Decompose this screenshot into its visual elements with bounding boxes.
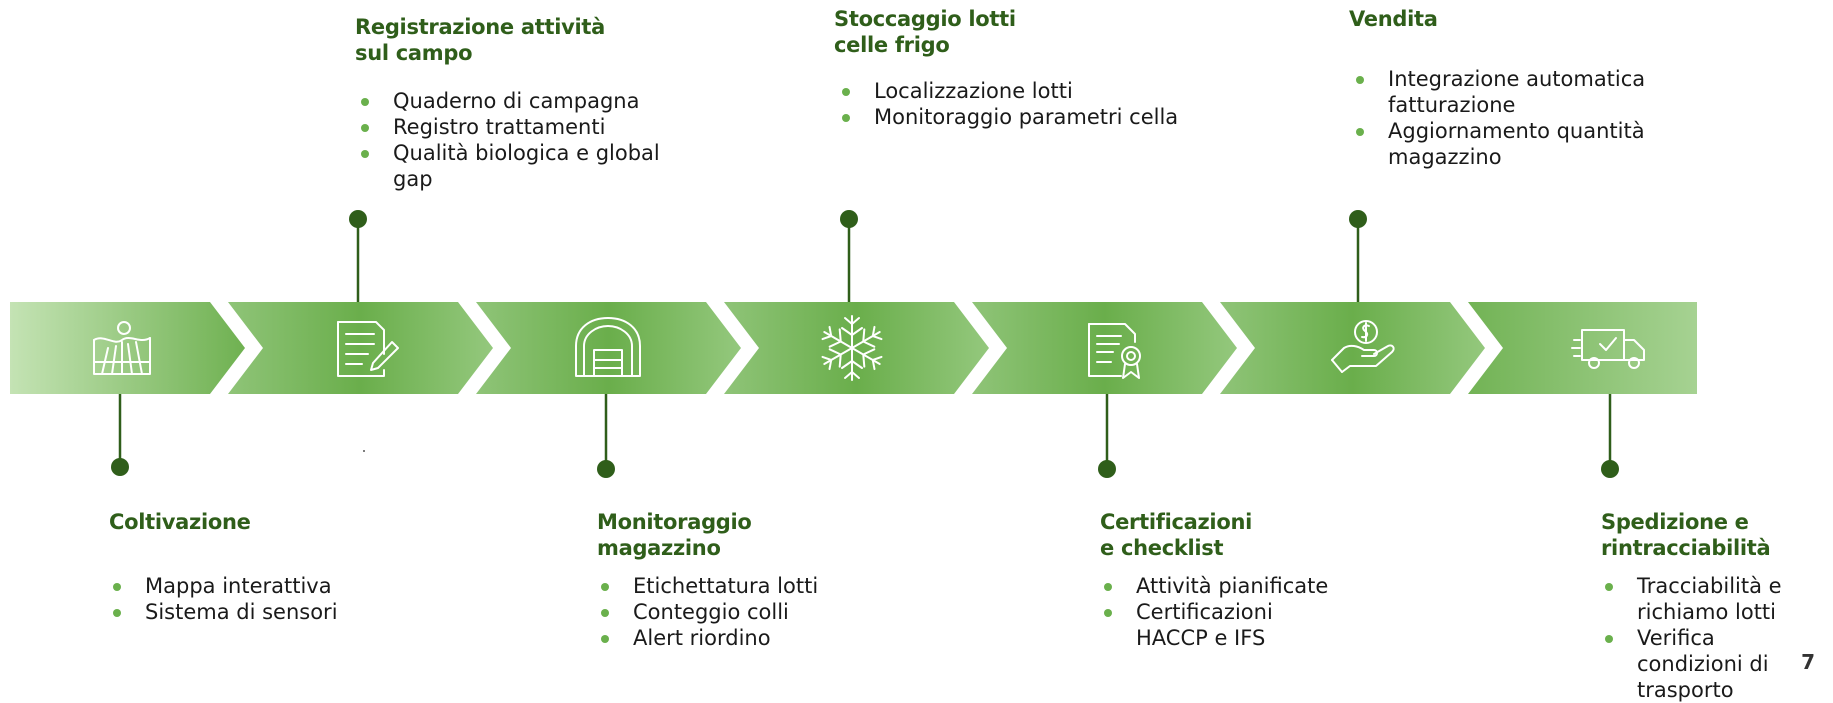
stage-5-title-line: e checklist	[1100, 536, 1224, 560]
stage-7-bullets: Tracciabilità e richiamo lotti Verifica …	[1601, 573, 1827, 703]
stage-1-bullets: Mappa interattiva Sistema di sensori	[109, 573, 369, 625]
list-item: Qualità biologica e global gap	[357, 140, 687, 192]
list-item: Quaderno di campagna	[357, 88, 687, 114]
stage-2-bullets: Quaderno di campagna Registro trattament…	[357, 88, 687, 192]
stage-2-title-line: sul campo	[355, 41, 473, 65]
connector-3	[597, 394, 615, 478]
list-item: Registro trattamenti	[357, 114, 687, 140]
chevron-3	[476, 302, 741, 394]
stage-6-title: Vendita	[1349, 6, 1438, 32]
stage-1-title: Coltivazione	[109, 509, 251, 535]
list-item: Verifica condizioni di trasporto	[1601, 625, 1827, 703]
stage-2-title-line: Registrazione attività	[355, 15, 606, 39]
stage-4-title-line: Stoccaggio lotti	[834, 7, 1016, 31]
list-item: Mappa interattiva	[109, 573, 369, 599]
connector-5	[1098, 394, 1116, 478]
list-item: Etichettatura lotti	[597, 573, 857, 599]
stage-5-bullets: Attività pianificate Certificazioni HACC…	[1100, 573, 1360, 651]
page-number: 7	[1801, 650, 1815, 674]
chevron-1	[10, 302, 245, 394]
delivery-truck-icon	[1571, 329, 1645, 369]
stage-4-title: Stoccaggio lotti celle frigo	[834, 6, 1016, 58]
connector-2	[349, 210, 367, 302]
certificate-icon	[1088, 323, 1141, 379]
hand-money-icon	[1331, 320, 1395, 373]
stage-2-title: Registrazione attività sul campo	[355, 14, 605, 66]
list-item: Alert riordino	[597, 625, 857, 651]
stage-1-title-line: Coltivazione	[109, 510, 251, 534]
stage-3-title: Monitoraggio magazzino	[597, 509, 752, 561]
snowflake-icon	[818, 315, 886, 381]
list-item: Conteggio colli	[597, 599, 857, 625]
stray-dot	[363, 450, 365, 452]
stage-4-bullets: Localizzazione lotti Monitoraggio parame…	[838, 78, 1218, 130]
list-item: Certificazioni HACCP e IFS	[1100, 599, 1276, 651]
list-item: Monitoraggio parametri cella	[838, 104, 1218, 130]
warehouse-icon	[575, 317, 641, 377]
list-item: Tracciabilità e richiamo lotti	[1601, 573, 1827, 625]
chevron-4	[724, 302, 989, 394]
stage-6-title-line: Vendita	[1349, 7, 1438, 31]
list-item: Sistema di sensori	[109, 599, 369, 625]
field-icon	[93, 321, 151, 375]
connector-4	[840, 210, 858, 302]
chevron-6	[1220, 302, 1485, 394]
stage-3-bullets: Etichettatura lotti Conteggio colli Aler…	[597, 573, 857, 651]
stage-5-title: Certificazioni e checklist	[1100, 509, 1252, 561]
stage-7-title-line: Spedizione e	[1601, 510, 1749, 534]
stage-7-title: Spedizione e rintracciabilità	[1601, 509, 1771, 561]
connector-7	[1601, 394, 1619, 478]
connector-1	[111, 394, 129, 476]
stage-6-bullets: Integrazione automatica fatturazione Agg…	[1352, 66, 1682, 170]
list-item: Localizzazione lotti	[838, 78, 1218, 104]
stage-3-title-line: magazzino	[597, 536, 721, 560]
chevron-2	[228, 302, 493, 394]
process-flow	[10, 210, 1697, 478]
list-item: Aggiornamento quantità magazzino	[1352, 118, 1682, 170]
stage-7-title-line: rintracciabilità	[1601, 536, 1771, 560]
connector-6	[1349, 210, 1367, 302]
stage-4-title-line: celle frigo	[834, 33, 950, 57]
document-edit-icon	[337, 321, 399, 377]
list-item: Attività pianificate	[1100, 573, 1360, 599]
stage-3-title-line: Monitoraggio	[597, 510, 752, 534]
list-item: Integrazione automatica fatturazione	[1352, 66, 1682, 118]
chevron-5	[972, 302, 1237, 394]
stage-5-title-line: Certificazioni	[1100, 510, 1252, 534]
